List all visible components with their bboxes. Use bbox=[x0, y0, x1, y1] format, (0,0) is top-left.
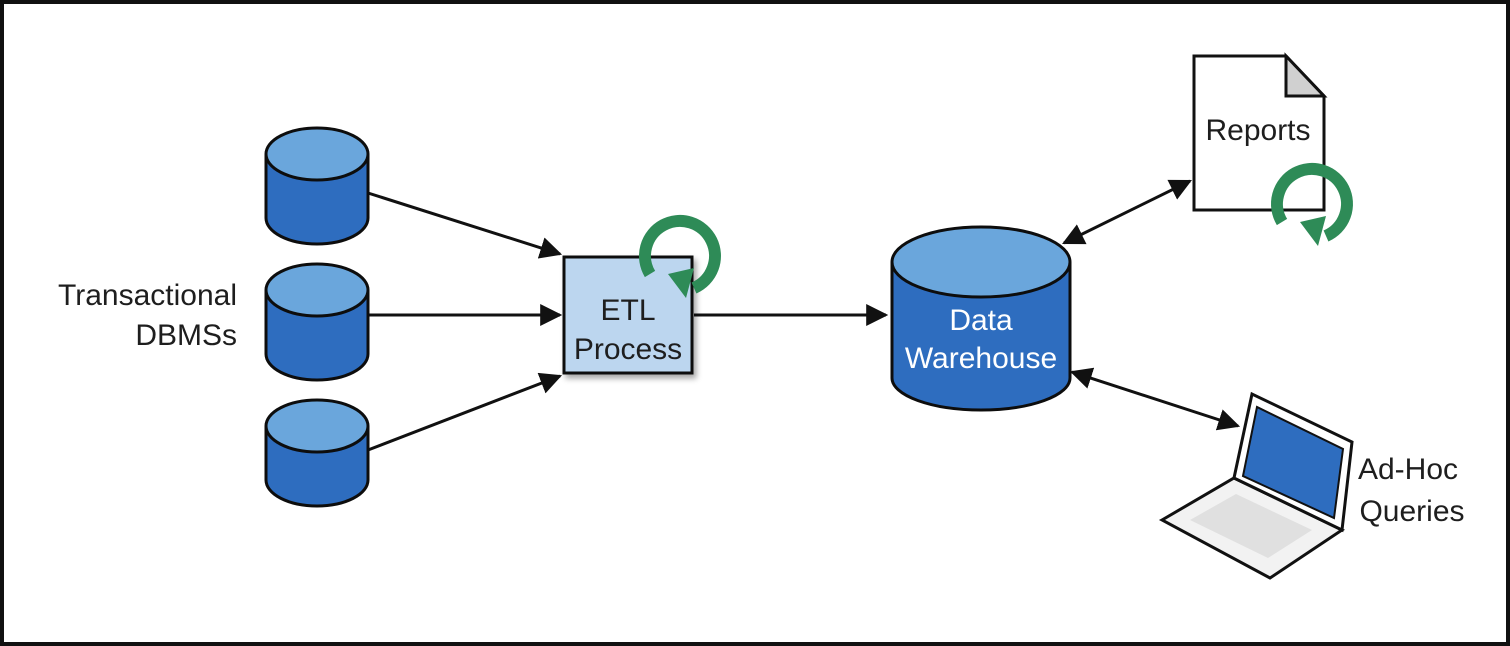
arrow-warehouse-adhoc bbox=[1069, 367, 1241, 431]
laptop-icon bbox=[1158, 391, 1354, 580]
database-icon bbox=[264, 126, 370, 246]
document-icon: Reports bbox=[1192, 52, 1328, 212]
flow-arrows bbox=[367, 179, 1241, 452]
refresh-cycle-icon bbox=[1270, 162, 1353, 246]
arrow-source1-to-etl bbox=[367, 191, 563, 259]
adhoc-label-line2: Queries bbox=[1359, 495, 1464, 528]
sources-label-line2: DBMSs bbox=[135, 319, 237, 352]
data-warehouse-database-icon: Data Warehouse bbox=[890, 225, 1072, 412]
reports-label: Reports bbox=[1205, 114, 1310, 147]
arrow-source3-to-etl bbox=[367, 372, 563, 452]
database-icon bbox=[264, 398, 370, 508]
warehouse-label-line1: Data bbox=[949, 304, 1013, 337]
warehouse-label-line2: Warehouse bbox=[905, 342, 1057, 375]
adhoc-label-line1: Ad-Hoc bbox=[1358, 453, 1458, 486]
refresh-cycle-icon bbox=[638, 214, 721, 298]
etl-label-line2: Process bbox=[574, 333, 682, 366]
arrow-warehouse-reports bbox=[1062, 179, 1192, 245]
etl-label-line1: ETL bbox=[600, 294, 655, 327]
database-icon bbox=[264, 262, 370, 382]
sources-label-line1: Transactional bbox=[58, 279, 237, 312]
